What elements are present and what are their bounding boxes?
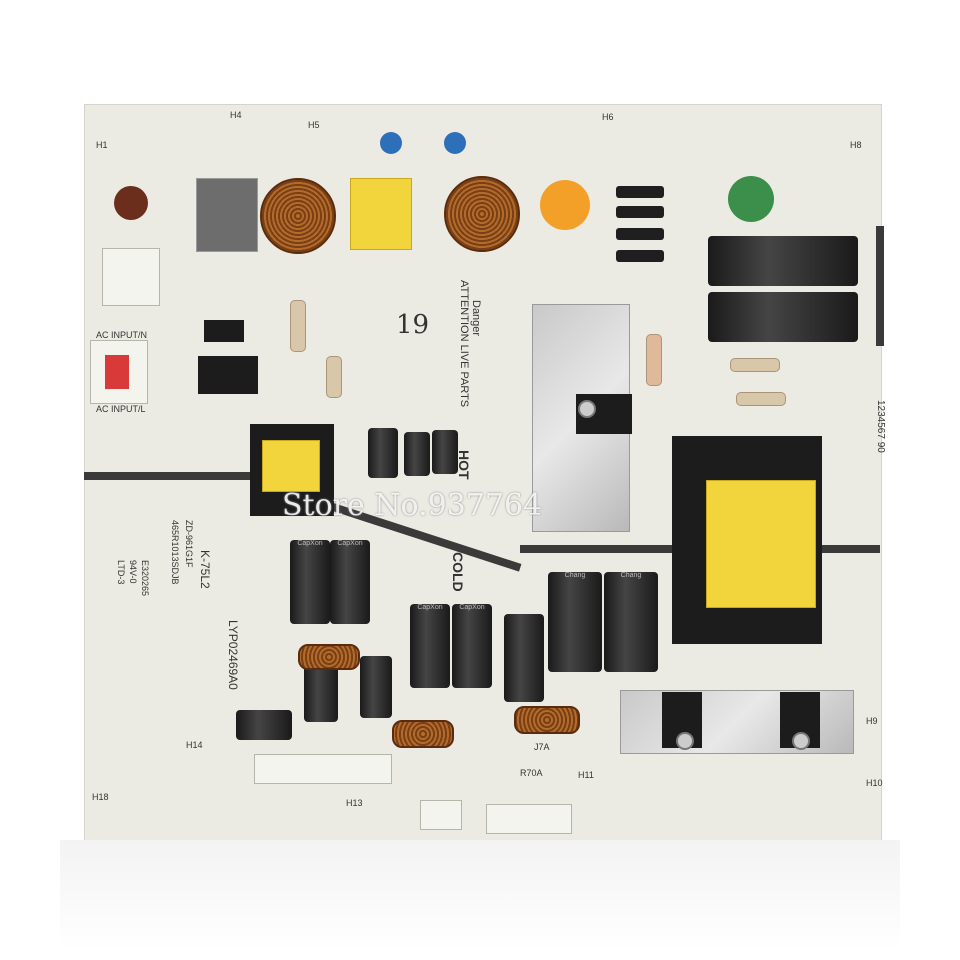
output-capacitor [360,656,392,718]
capxon-marking: CapXon [459,604,485,611]
hole-label: H13 [346,798,363,808]
isolation-trace [520,545,690,553]
y-cap-blue-2 [444,132,466,154]
regulator-ic [198,356,258,394]
chang-marking: Chang [620,572,642,579]
transformer-core-tape [706,480,816,608]
ltd-label: LTD-3 [116,560,126,585]
hole-label: H18 [92,792,109,802]
output-connector-small [420,800,462,830]
resistor [730,358,780,372]
bridge-diode [616,250,664,262]
output-capacitor [504,614,544,702]
code-strip: 1234567 90 [875,400,886,453]
output-connector-wide [486,804,572,834]
varistor-orange [540,180,590,230]
ac-input-l-label: AC INPUT/L [96,404,146,414]
hole-label: H14 [186,740,203,750]
common-mode-choke-1 [260,178,336,254]
model-label: LYP02469A0 [226,620,240,690]
danger-label: Danger [470,300,482,337]
output-connector-main [254,754,392,784]
ac-input-n-label: AC INPUT/N [96,330,148,340]
heatsink-screw [578,400,596,418]
hole-label: H1 [96,140,108,150]
rating-label: 94V-0 [128,560,138,584]
bridge-diode [616,206,664,218]
thermistor-green [728,176,774,222]
heatsink-screw [676,732,694,750]
cert-number: E320265 [140,560,150,597]
aux-transformer-tape [262,440,320,492]
output-capacitor-large: Chang [548,572,602,672]
attention-label: ATTENTION LIVE PARTS [458,280,470,408]
common-mode-choke-2 [444,176,520,252]
capxon-marking: CapXon [337,540,363,547]
store-watermark: Store No.937764 [282,488,543,523]
resistor [646,334,662,386]
bridge-diode [616,228,664,240]
output-capacitor [236,710,292,740]
capxon-marking: CapXon [297,540,323,547]
output-inductor [298,644,360,670]
hole-label: H5 [308,120,320,130]
hole-label: H10 [866,778,883,788]
ac-input-connector [90,340,148,404]
board-shadow [60,840,900,950]
small-capacitor [404,432,430,476]
output-capacitor-large: Chang [604,572,658,672]
bulk-capacitor-2 [708,292,858,342]
x-capacitor-yellow [350,178,412,250]
isolation-trace [820,545,880,553]
capxon-marking: CapXon [417,604,443,611]
hole-label: H9 [866,716,878,726]
output-capacitor: CapXon [330,540,370,624]
output-inductor [392,720,454,748]
edge-strip [876,226,884,346]
bulk-capacitor-1 [708,236,858,286]
cold-label: COLD [450,552,466,592]
heatsink-screw [792,732,810,750]
k-code-label: K-75L2 [198,550,212,589]
fuse-holder [102,248,160,306]
fuse-component [114,186,148,220]
hole-label: H6 [602,112,614,122]
x-capacitor-grey [196,178,258,252]
output-inductor [514,706,580,734]
part-number: 465R1013SDJB [170,520,180,585]
y-cap-blue-1 [380,132,402,154]
hole-label: H8 [850,140,862,150]
output-capacitor: CapXon [290,540,330,624]
bridge-diode [616,186,664,198]
resistor [290,300,306,352]
hole-label: H11 [578,770,594,780]
hot-label: HOT [456,450,472,480]
chang-marking: Chang [564,572,586,579]
small-capacitor [432,430,458,474]
resistor [326,356,342,398]
hole-label: H4 [230,110,242,120]
small-capacitor [368,428,398,478]
isolation-trace [84,472,254,480]
handwritten-mark: 19 [396,310,430,340]
resistor [736,392,786,406]
output-capacitor [304,664,338,722]
output-capacitor: CapXon [410,604,450,688]
output-capacitor: CapXon [452,604,492,688]
board-number: ZD-961G1F [184,520,194,568]
optocoupler [204,320,244,342]
resistor-label: R70A [520,768,543,778]
jumper-label: J7A [534,742,550,752]
